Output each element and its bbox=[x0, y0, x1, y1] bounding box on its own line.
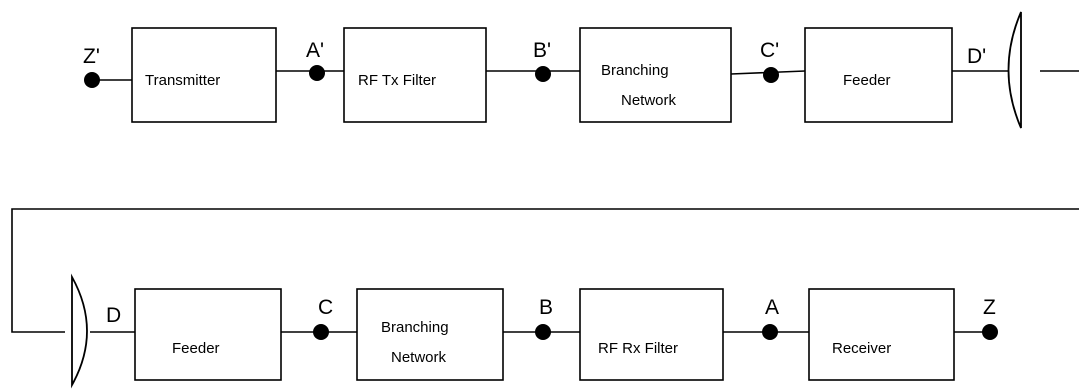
block-branching-network-rx-label-1: Branching bbox=[381, 319, 449, 336]
point-b-dot bbox=[535, 324, 551, 340]
block-receiver-label: Receiver bbox=[832, 340, 891, 357]
point-z-prime-dot bbox=[84, 72, 100, 88]
block-rf-tx-filter-label: RF Tx Filter bbox=[358, 72, 436, 89]
point-b-prime-dot bbox=[535, 66, 551, 82]
point-c-prime-dot bbox=[763, 67, 779, 83]
block-feeder-rx: Feeder bbox=[134, 288, 282, 381]
point-a-dot bbox=[762, 324, 778, 340]
block-rf-rx-filter-label: RF Rx Filter bbox=[598, 340, 678, 357]
point-c-prime-label: C' bbox=[760, 39, 779, 62]
point-z-label: Z bbox=[983, 296, 996, 319]
point-z-prime-label: Z' bbox=[83, 45, 100, 68]
point-b-prime-label: B' bbox=[533, 39, 551, 62]
point-d-prime-label: D' bbox=[967, 45, 986, 68]
block-branching-network-tx-label-1: Branching bbox=[601, 62, 669, 79]
block-branching-network-rx-label-2: Network bbox=[391, 349, 447, 366]
block-feeder-rx-label: Feeder bbox=[172, 340, 220, 357]
point-c-label: C bbox=[318, 296, 333, 319]
block-rf-tx-filter: RF Tx Filter bbox=[343, 27, 487, 123]
block-branching-network-tx: Branching Network bbox=[579, 27, 732, 123]
point-a-prime-dot bbox=[309, 65, 325, 81]
block-transmitter-label: Transmitter bbox=[145, 72, 220, 89]
block-transmitter: Transmitter bbox=[131, 27, 277, 123]
point-c-dot bbox=[313, 324, 329, 340]
block-receiver: Receiver bbox=[808, 288, 955, 381]
block-branching-network-tx-label-2: Network bbox=[621, 92, 677, 109]
point-z-dot bbox=[982, 324, 998, 340]
block-rf-rx-filter: RF Rx Filter bbox=[579, 288, 724, 381]
block-branching-network-rx: Branching Network bbox=[356, 288, 504, 381]
point-a-label: A bbox=[765, 296, 779, 319]
block-feeder-tx-label: Feeder bbox=[843, 72, 891, 89]
block-feeder-tx: Feeder bbox=[804, 27, 953, 123]
point-a-prime-label: A' bbox=[306, 39, 324, 62]
radio-path-return bbox=[11, 208, 1079, 333]
transmit-antenna-icon bbox=[1007, 11, 1022, 129]
receive-antenna-icon bbox=[71, 273, 88, 389]
point-b-label: B bbox=[539, 296, 553, 319]
point-d-label: D bbox=[106, 304, 121, 327]
